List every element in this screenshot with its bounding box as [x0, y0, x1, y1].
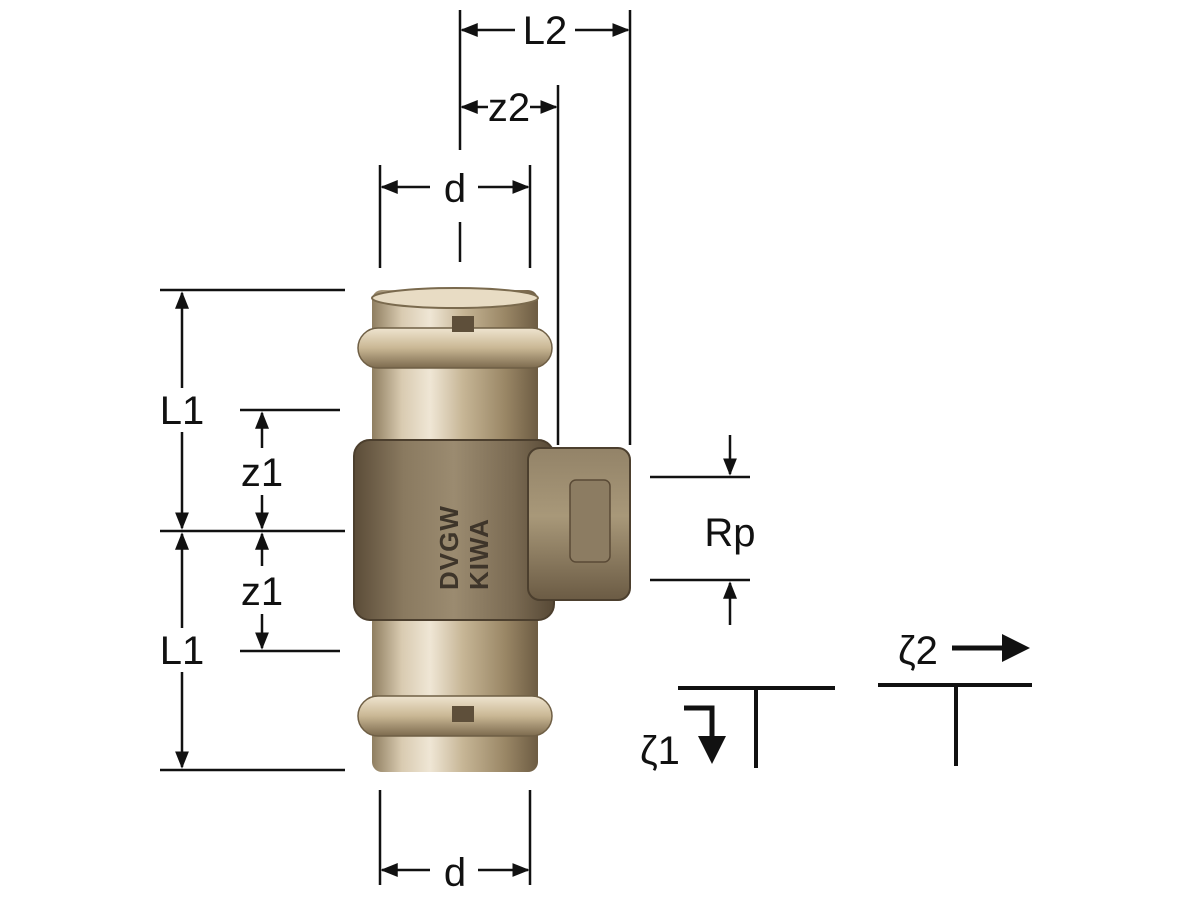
- label-l1-top: L1: [160, 389, 205, 433]
- top-press-ring: [357, 327, 553, 369]
- body-markings: DVGW KIWA: [434, 505, 494, 590]
- label-z1-bottom: z1: [241, 570, 283, 614]
- branch-marking-plate: [569, 479, 611, 563]
- dimension-labels: L2 z2 d d L1 L1 z1 z1 Rp: [160, 9, 756, 895]
- zeta2-flow-arrowhead: [1002, 634, 1030, 662]
- label-l2: L2: [523, 9, 568, 53]
- marking-dvgw: DVGW: [434, 505, 464, 590]
- top-socket: [372, 290, 538, 450]
- label-zeta2: ζ2: [898, 629, 938, 673]
- zeta1-flow-path: [684, 705, 715, 740]
- label-z2: z2: [488, 86, 530, 130]
- bottom-notch: [452, 706, 474, 722]
- press-tee-fitting: DVGW KIWA: [353, 287, 631, 772]
- label-d-bottom: d: [444, 851, 466, 895]
- label-zeta1: ζ1: [640, 729, 680, 773]
- label-d-top: d: [444, 167, 466, 211]
- zeta1-symbol: ζ1: [640, 686, 835, 773]
- label-rp: Rp: [704, 511, 755, 555]
- bottom-socket: [372, 612, 538, 772]
- zeta2-symbol: ζ2: [878, 629, 1032, 766]
- label-z1-top: z1: [241, 451, 283, 495]
- marking-kiwa: KIWA: [464, 518, 494, 590]
- top-notch: [452, 316, 474, 332]
- dimension-lines: [160, 10, 750, 885]
- top-socket-opening: [371, 287, 539, 309]
- zeta1-flow-arrowhead: [698, 736, 726, 764]
- label-l1-bottom: L1: [160, 629, 205, 673]
